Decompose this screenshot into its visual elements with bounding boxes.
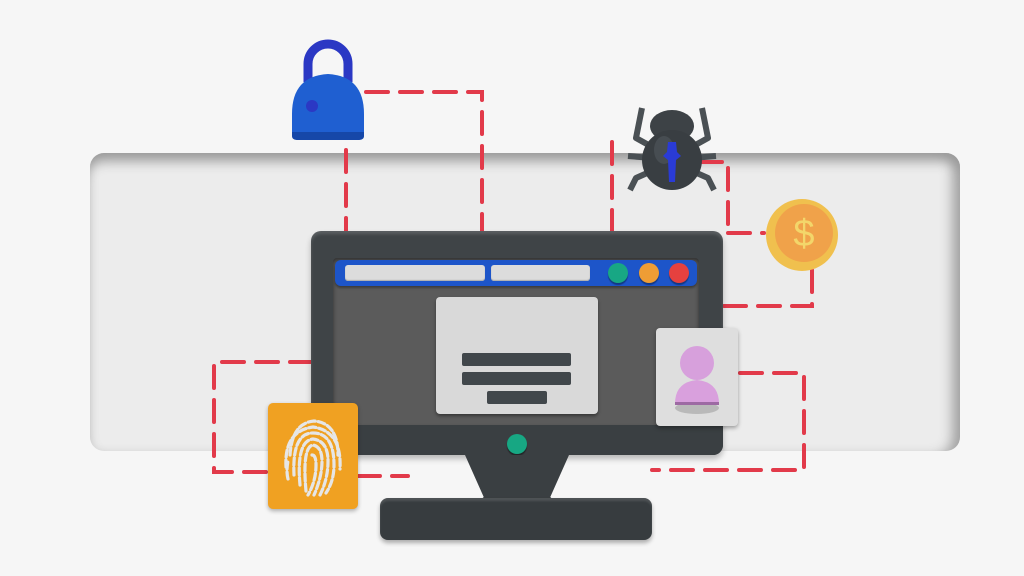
dollar-coin-icon: $ <box>766 199 838 271</box>
user-profile-card <box>656 328 738 426</box>
window-dot-green <box>608 263 628 283</box>
dialog-text-line-1 <box>462 353 571 366</box>
user-icon <box>675 346 719 414</box>
monitor-stand-base <box>380 498 652 540</box>
fingerprint-card <box>268 403 358 509</box>
dialog-text-line-2 <box>462 372 571 385</box>
fingerprint-icon <box>284 419 342 497</box>
bug-icon <box>627 107 717 192</box>
dollar-symbol: $ <box>793 213 814 255</box>
address-field-2 <box>491 265 590 281</box>
window-dot-red <box>669 263 689 283</box>
dialog-button <box>487 391 547 404</box>
padlock-icon <box>292 39 364 140</box>
power-led <box>507 434 527 454</box>
address-field-1 <box>345 265 485 281</box>
window-dot-orange <box>639 263 659 283</box>
